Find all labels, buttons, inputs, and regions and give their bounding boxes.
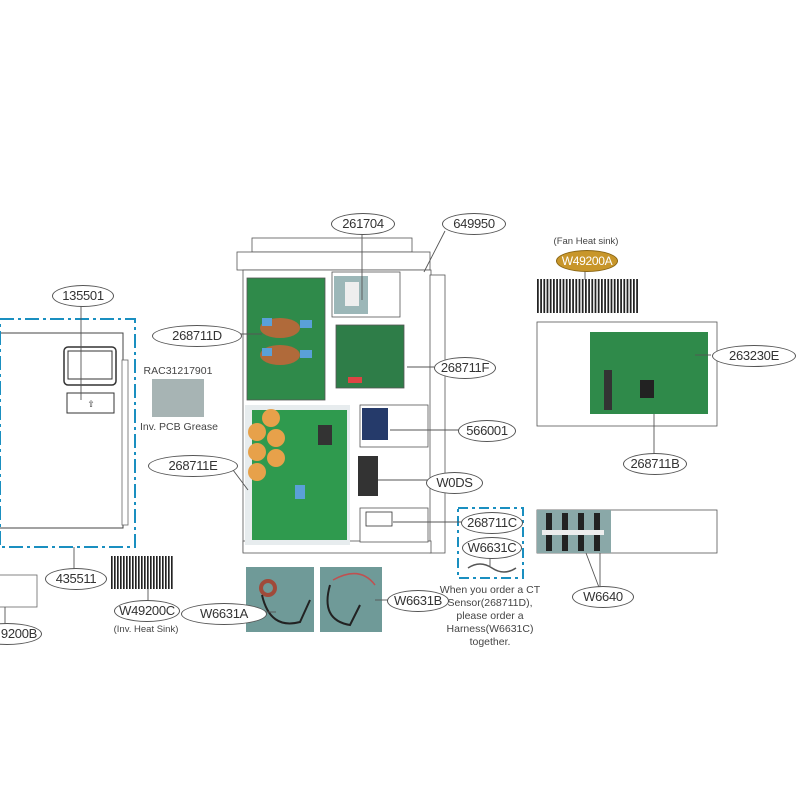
callout-W6631C[interactable]: W6631C <box>462 537 522 559</box>
heat-sink-fin <box>556 279 558 313</box>
heat-sink-fin <box>575 279 578 313</box>
leader-lines <box>4 230 711 624</box>
callout-268711C[interactable]: 268711C <box>461 512 523 534</box>
heat-sink-fin <box>111 556 113 589</box>
fan-heat-sink-label: (Fan Heat sink) <box>553 236 619 247</box>
fan-heat-sink <box>537 279 638 313</box>
svg-text:⇧: ⇧ <box>87 399 95 409</box>
callout-268711D[interactable]: 268711D <box>152 325 242 347</box>
heat-sink-fin <box>581 279 584 313</box>
ct-note-line-4: Harness(W6631C) together. <box>446 623 534 648</box>
callout-W49200A[interactable]: W49200A <box>556 250 618 272</box>
heat-sink-fin <box>162 556 164 589</box>
heat-sink-fin <box>126 556 128 589</box>
pcb-268711D <box>246 277 326 401</box>
heat-sink-fin <box>559 279 562 313</box>
heat-sink-fin <box>153 556 155 589</box>
heat-sink-fin <box>120 556 122 589</box>
heat-sink-fin <box>591 279 594 313</box>
heat-sink-fin <box>553 279 555 313</box>
heat-sink-fin <box>159 556 161 589</box>
grease-label: Inv. PCB Grease <box>139 421 218 433</box>
heat-sink-fin <box>549 279 552 313</box>
heat-sink-fin <box>129 556 131 589</box>
heat-sink-fin <box>543 279 546 313</box>
ct-note-line-3: please order a <box>456 610 524 622</box>
heat-sink-fin <box>578 279 581 313</box>
callout-W6640[interactable]: W6640 <box>572 586 634 608</box>
heat-sink-fin <box>117 556 119 589</box>
heat-sink-fin <box>572 279 574 313</box>
small-plate <box>0 574 38 608</box>
dash-box-ct <box>457 507 524 579</box>
heat-sink-fin <box>597 279 600 313</box>
heat-sink-fin <box>123 556 125 589</box>
heat-sink-fin <box>132 556 134 589</box>
ct-note-line-2: Sensor(268711D), <box>447 597 533 609</box>
callout-261704[interactable]: 261704 <box>331 213 395 235</box>
heat-sink-fin <box>156 556 158 589</box>
callout-W6631B[interactable]: W6631B <box>387 590 449 612</box>
pcb-268711E <box>252 410 347 540</box>
heat-sink-fin <box>168 556 170 589</box>
callout-566001[interactable]: 566001 <box>458 420 516 442</box>
heat-sink-fin <box>620 279 622 313</box>
heat-sink-fin <box>546 279 549 313</box>
heat-sink-fin <box>540 279 542 313</box>
left-cover-panel: ⇧ <box>0 318 136 548</box>
heat-sink-fin <box>114 556 116 589</box>
heat-sink-fin <box>610 279 613 313</box>
heat-sink-fin <box>147 556 149 589</box>
heat-sink-fin <box>141 556 143 589</box>
heat-sink-fin <box>636 279 638 313</box>
heat-sink-fin <box>150 556 152 589</box>
ct-order-note: When you order a CT Sensor(268711D), ple… <box>425 584 555 649</box>
heat-sink-fin <box>138 556 140 589</box>
callout-268711B[interactable]: 268711B <box>623 453 687 475</box>
callout-W0DS[interactable]: W0DS <box>426 472 483 494</box>
grease-part-number: RAC31217901 <box>143 365 213 377</box>
heat-sink-fin <box>613 279 616 313</box>
heat-sink-fin <box>633 279 635 313</box>
callout-135501[interactable]: 135501 <box>52 285 114 307</box>
pcb-268711F <box>335 324 405 389</box>
contactor-566001 <box>362 408 388 440</box>
heat-sink-fin <box>607 279 610 313</box>
callout-268711E[interactable]: 268711E <box>148 455 238 477</box>
heat-sink-fin <box>562 279 565 313</box>
heat-sink-fin <box>585 279 587 313</box>
heat-sink-fin <box>165 556 167 589</box>
ct-sensor-268711C <box>365 511 393 527</box>
callout-263230E[interactable]: 263230E <box>712 345 796 367</box>
callout-649950[interactable]: 649950 <box>442 213 506 235</box>
heat-sink-fin <box>626 279 629 313</box>
heat-sink-fin <box>629 279 632 313</box>
dash-box-left <box>0 318 136 548</box>
heat-sink-fin <box>604 279 606 313</box>
callout-W49200B[interactable]: 9200B <box>0 623 42 645</box>
main-chassis <box>236 237 446 554</box>
heat-sink-fin <box>617 279 619 313</box>
heat-sink-fin <box>594 279 597 313</box>
heat-sink-fin <box>569 279 571 313</box>
callout-435511[interactable]: 435511 <box>45 568 107 590</box>
heat-sink-fin <box>144 556 146 589</box>
heat-sink-fin <box>537 279 539 313</box>
heat-sink-fin <box>171 556 173 589</box>
callout-W6631A[interactable]: W6631A <box>181 603 267 625</box>
callout-268711F[interactable]: 268711F <box>434 357 496 379</box>
pcb-grease-photo <box>152 379 204 417</box>
terminal-W0DS <box>358 456 378 496</box>
heat-sink-fin <box>135 556 137 589</box>
heat-sink-fin <box>623 279 626 313</box>
heat-sink-fin <box>565 279 568 313</box>
heat-sink-fin <box>588 279 590 313</box>
inv-heat-sink <box>111 556 173 589</box>
ct-note-line-1: When you order a CT <box>439 584 541 596</box>
callout-W49200C[interactable]: W49200C <box>114 600 180 622</box>
heat-sink-fin <box>601 279 603 313</box>
inv-heat-sink-label: (Inv. Heat Sink) <box>113 624 179 635</box>
